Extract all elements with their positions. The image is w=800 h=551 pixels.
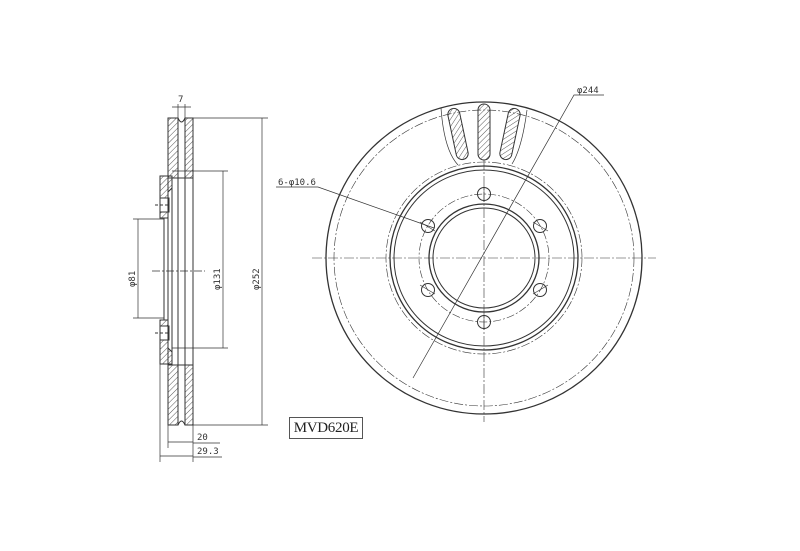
dim-center-bore: φ81 [128, 271, 138, 287]
vane-center [477, 103, 491, 161]
bolt-hole-5 [421, 283, 435, 297]
front-view [312, 101, 656, 422]
upper-left-plate [167, 117, 179, 179]
front-view-leaders [276, 94, 604, 379]
side-view-dimension-labels: 7 φ252 φ131 φ81 20 29.3 [128, 95, 262, 457]
bolt-hole-6 [421, 219, 435, 233]
side-view-dimensions [133, 104, 268, 462]
dim-effective-diameter: φ244 [577, 86, 599, 96]
model-code-label: MVD620E [289, 417, 363, 439]
vent-cutaway-outline [440, 107, 459, 166]
hub-flange-upper [159, 175, 173, 199]
dim-hub-diameter: φ131 [213, 268, 223, 290]
vane-left [447, 107, 469, 161]
lower-right-plate [184, 364, 194, 426]
lower-left-plate [167, 364, 179, 426]
vane-right [499, 107, 521, 161]
dim-thickness-20: 20 [197, 433, 208, 443]
dim-gap-7: 7 [178, 95, 183, 105]
hub-flange-lower [159, 339, 173, 365]
bolt-hole-2 [533, 219, 547, 233]
dim-bolt-holes: 6-φ10.6 [278, 178, 316, 188]
upper-right-plate [184, 117, 194, 179]
cooling-vanes [447, 103, 521, 161]
dim-height-29-3: 29.3 [197, 447, 219, 457]
dim-outer-diameter: φ252 [252, 268, 262, 290]
front-view-dimension-labels: φ244 6-φ10.6 [278, 86, 599, 188]
side-section-view [152, 117, 205, 426]
bolt-hole-3 [533, 283, 547, 297]
